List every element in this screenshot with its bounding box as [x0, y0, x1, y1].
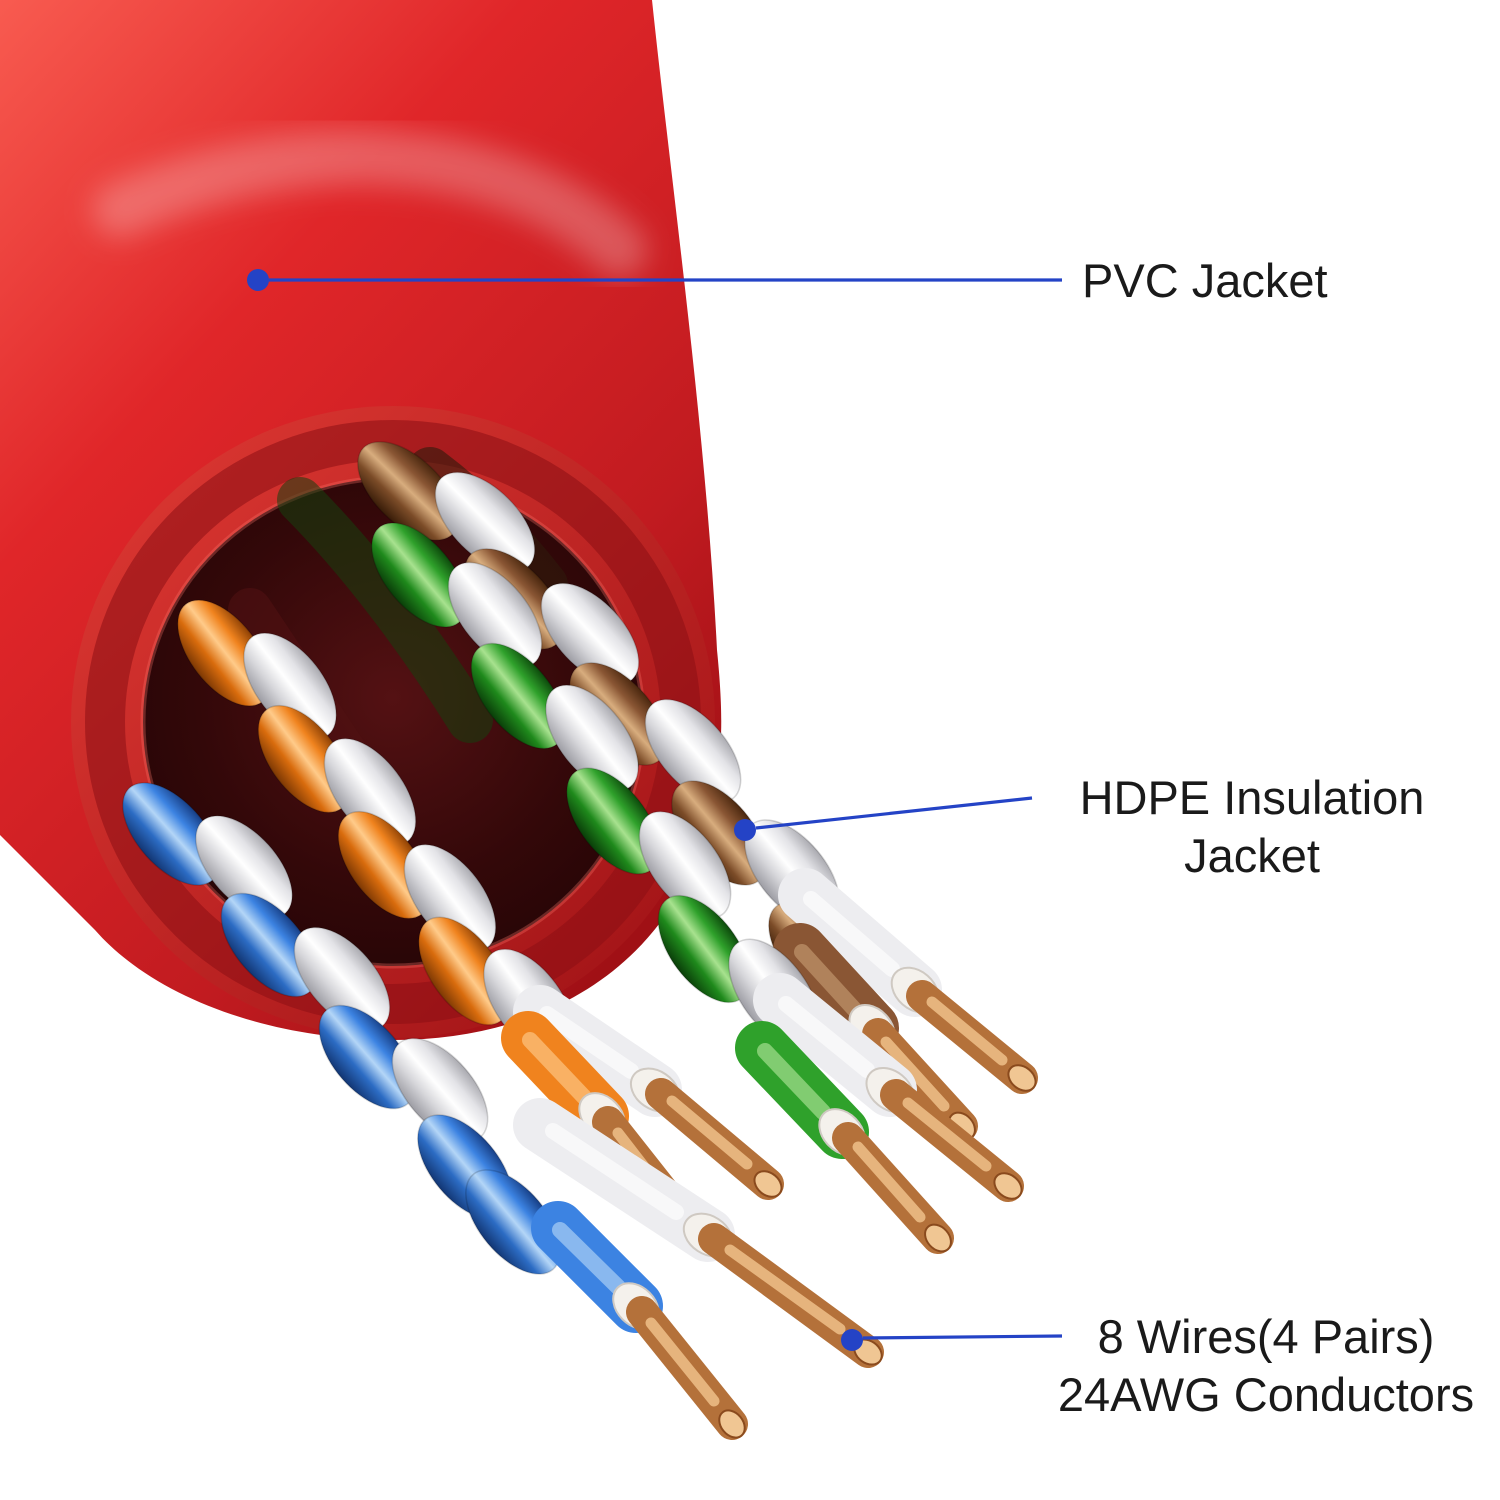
callout-pvc-pointer [247, 269, 1062, 291]
twisted-pair-blue [122, 782, 884, 1440]
callout-conductors-pointer [841, 1329, 1063, 1351]
callout-hdpe-label-line2: Jacket [1184, 829, 1320, 882]
wire-tip-brown-white [778, 868, 1038, 1094]
callout-conductors-label-line2: 24AWG Conductors [1057, 1368, 1475, 1421]
callout-pvc-label: PVC Jacket [1082, 252, 1328, 310]
wire-tip-green [735, 1021, 954, 1254]
wire-tip-brown [773, 923, 978, 1142]
callout-pvc-dot [247, 269, 269, 291]
wire-tip-green-white [753, 973, 1024, 1202]
callout-conductors-label-line1: 8 Wires(4 Pairs) [1097, 1310, 1435, 1363]
twisted-pair-brown [357, 441, 1038, 1142]
callout-hdpe-pointer [734, 796, 1033, 841]
callout-pvc-label-text: PVC Jacket [1082, 254, 1328, 307]
wire-tip-orange-white [513, 985, 784, 1200]
callout-hdpe-dot [734, 819, 756, 841]
wire-tip-blue [531, 1201, 748, 1440]
callout-conductors-label: 8 Wires(4 Pairs) 24AWG Conductors [1036, 1308, 1496, 1424]
callout-hdpe-label-line1: HDPE Insulation [1079, 771, 1425, 824]
wire-tip-blue-white [513, 1098, 884, 1368]
callout-conductors-dot [841, 1329, 863, 1351]
callout-hdpe-label: HDPE Insulation Jacket [1032, 769, 1472, 885]
twisted-pair-green [371, 522, 1024, 1254]
